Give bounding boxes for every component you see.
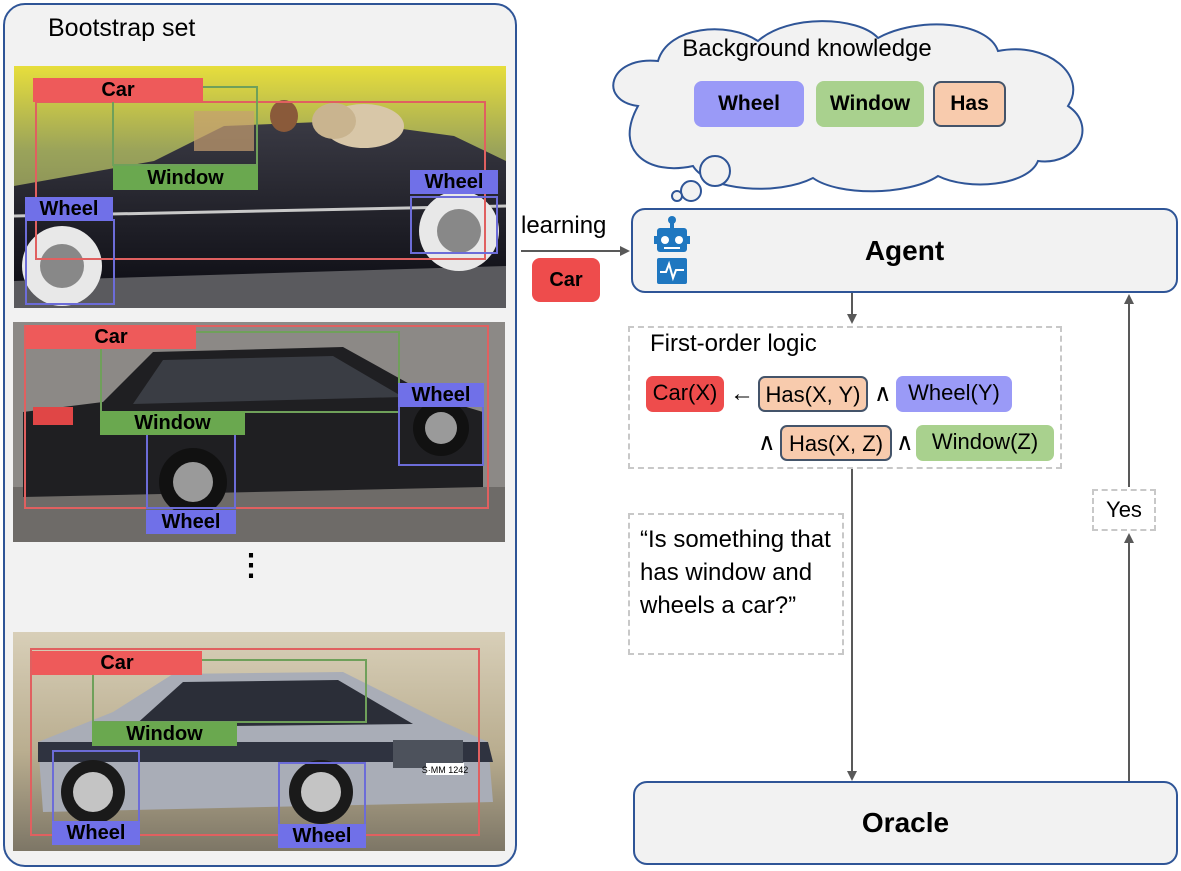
learning-target-car: Car xyxy=(532,258,600,302)
car-bbox xyxy=(30,648,480,836)
learning-label: learning xyxy=(521,212,607,239)
answer-label: Yes xyxy=(1106,497,1142,522)
wheel-label: Wheel xyxy=(410,170,498,194)
wheel-label: Wheel xyxy=(398,383,484,407)
bootstrap-title: Bootstrap set xyxy=(48,14,196,42)
wheel-bbox xyxy=(52,750,140,830)
oracle-label: Oracle xyxy=(861,807,950,838)
logic-and: ∧ xyxy=(874,380,892,407)
wheel-label: Wheel xyxy=(278,824,366,848)
query-box: “Is something that has window and wheels… xyxy=(628,513,844,655)
car-label: Car xyxy=(33,78,203,102)
query-text: “Is something that has window and wheels… xyxy=(640,526,831,619)
agent-node: Agent xyxy=(631,208,1178,293)
car-bbox xyxy=(24,325,489,509)
robot-icon xyxy=(654,216,690,284)
bootstrap-image-2 xyxy=(13,322,505,542)
license-plate: S·MM 1242 xyxy=(422,765,469,775)
knowledge-item-window: Window xyxy=(816,81,924,127)
logic-atom-has-xz: Has(X, Z) xyxy=(780,425,892,461)
window-bbox xyxy=(100,331,400,413)
wheel-label: Wheel xyxy=(25,197,113,221)
wheel-label: Wheel xyxy=(146,510,236,534)
wheel-label: Wheel xyxy=(52,821,140,845)
implication-arrow: ← xyxy=(730,380,754,407)
wheel-bbox xyxy=(146,423,236,509)
knowledge-item-wheel: Wheel xyxy=(694,81,804,127)
window-label: Window xyxy=(100,411,245,435)
background-knowledge-title: Background knowledge xyxy=(682,35,932,62)
logic-and: ∧ xyxy=(896,429,914,456)
car-label: Car xyxy=(32,651,202,675)
logic-and: ∧ xyxy=(758,429,776,456)
logic-title: First-order logic xyxy=(650,330,817,357)
logic-head: Car(X) xyxy=(646,376,724,412)
knowledge-item-has: Has xyxy=(933,81,1006,127)
wheel-bbox xyxy=(410,196,498,254)
logic-atom-has-xy: Has(X, Y) xyxy=(758,376,868,412)
logic-atom-wheel: Wheel(Y) xyxy=(896,376,1012,412)
car-label: Car xyxy=(26,325,196,349)
window-label: Window xyxy=(92,722,237,746)
oracle-node: Oracle xyxy=(633,781,1178,865)
logic-atom-window: Window(Z) xyxy=(916,425,1054,461)
window-label: Window xyxy=(113,166,258,190)
bootstrap-image-1 xyxy=(14,66,506,308)
ellipsis: ⋮ xyxy=(236,549,266,582)
answer-box: Yes xyxy=(1092,489,1156,531)
wheel-bbox xyxy=(25,219,115,305)
sedan-photo xyxy=(13,322,505,542)
convertible-photo xyxy=(14,66,506,308)
agent-label: Agent xyxy=(864,234,945,266)
